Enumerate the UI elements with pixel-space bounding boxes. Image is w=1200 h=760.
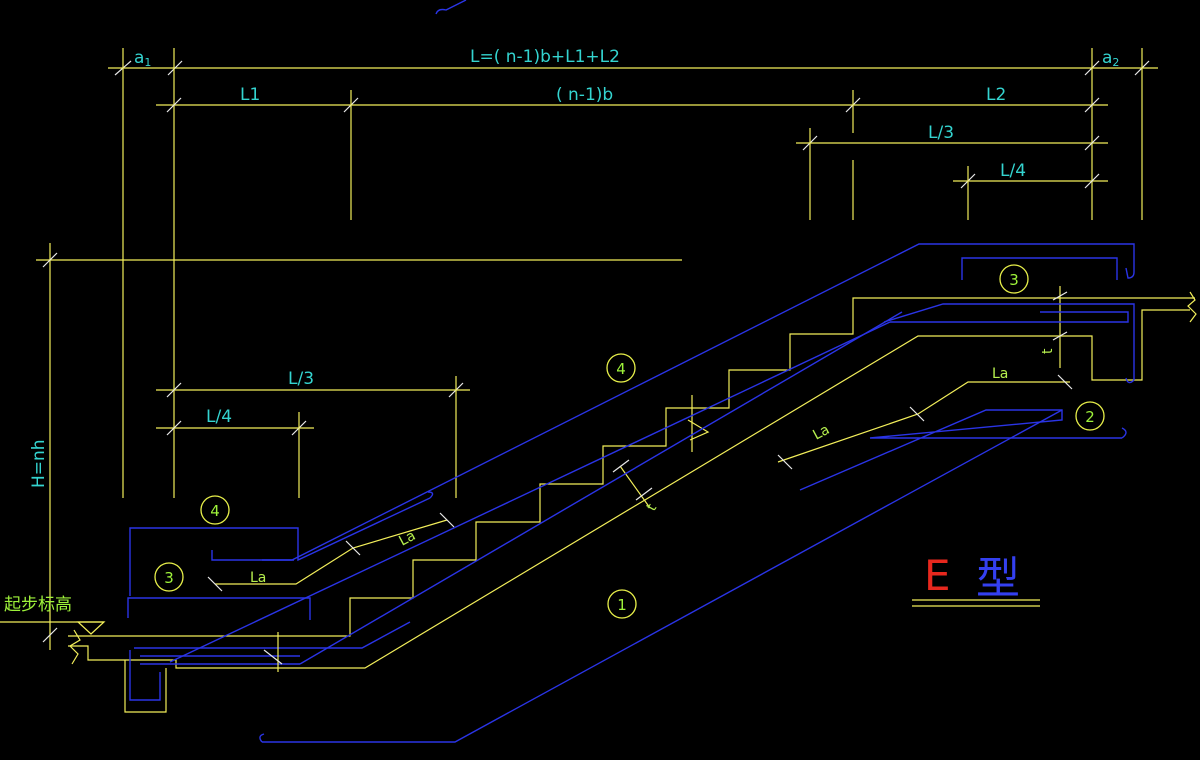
bar-mark-3-top: 3 bbox=[999, 264, 1029, 294]
tick bbox=[1084, 173, 1100, 189]
stair-steps bbox=[68, 297, 1138, 637]
rebar-3-top bbox=[961, 257, 1118, 280]
tick bbox=[1057, 374, 1073, 390]
La-top-slope-label: La bbox=[810, 422, 832, 444]
stray-rebar-top bbox=[435, 0, 467, 15]
bar-mark-1: 1 bbox=[607, 589, 637, 619]
La-top-label: La bbox=[992, 366, 1008, 382]
bar-mark-3-bottom: 3 bbox=[154, 562, 184, 592]
bar-mark-label: 2 bbox=[1085, 408, 1095, 426]
tick bbox=[166, 97, 182, 113]
dim-L4-top: L/4 bbox=[1000, 161, 1026, 181]
bar-mark-circle bbox=[606, 353, 636, 383]
tick bbox=[1084, 97, 1100, 113]
bar-mark-label: 4 bbox=[210, 502, 220, 520]
La-top-line bbox=[777, 381, 1070, 463]
rebar-bar bbox=[211, 550, 294, 561]
tick bbox=[1084, 135, 1100, 151]
bar-mark-circle bbox=[1075, 401, 1105, 431]
tick bbox=[42, 627, 58, 643]
rebar-landing-bottom bbox=[890, 311, 1129, 323]
bar-mark-label: 1 bbox=[617, 596, 627, 614]
dim-L1: L1 bbox=[240, 85, 260, 105]
rebar-slab-bottom bbox=[169, 321, 891, 663]
rebar-4-top bbox=[262, 243, 1135, 561]
t-landing-label: t bbox=[1040, 348, 1056, 354]
rebar-hook bbox=[427, 491, 434, 499]
top-dimension-lines bbox=[108, 48, 1158, 498]
rebar-landing-top bbox=[883, 303, 1135, 380]
rebar-hook bbox=[1125, 267, 1135, 279]
La-slope-label: La bbox=[396, 528, 418, 550]
rebar-hook bbox=[1125, 377, 1135, 384]
tick bbox=[635, 487, 653, 501]
tick bbox=[345, 540, 361, 556]
bar-mark-4-bottom: 4 bbox=[200, 495, 230, 525]
tick bbox=[263, 649, 283, 665]
rebar-1 bbox=[262, 409, 1063, 743]
dim-middle: ( n-1)b bbox=[556, 85, 613, 105]
bar-mark-4-top: 4 bbox=[606, 353, 636, 383]
La-bottom-line bbox=[215, 519, 448, 585]
type-title-letter: E bbox=[924, 551, 951, 600]
type-title-suffix: 型 bbox=[976, 553, 1020, 604]
rebar-3-bottom bbox=[127, 597, 311, 620]
bar-mark-circle bbox=[999, 264, 1029, 294]
tick bbox=[1052, 291, 1068, 301]
tick bbox=[42, 252, 58, 268]
height-dimension bbox=[36, 243, 682, 650]
La-bottom-label: La bbox=[250, 570, 266, 586]
bar-mark-2: 2 bbox=[1075, 401, 1105, 431]
left-dimension-lines bbox=[156, 376, 470, 498]
dim-L4-left: L/4 bbox=[206, 407, 232, 427]
anchorage-lines bbox=[207, 374, 1073, 672]
bar-mark-circle bbox=[200, 495, 230, 525]
tick bbox=[1052, 331, 1068, 341]
tick bbox=[909, 406, 925, 422]
rebar-hook bbox=[1121, 427, 1127, 439]
tick bbox=[439, 512, 455, 528]
tick bbox=[167, 60, 183, 76]
tick bbox=[166, 382, 182, 398]
bar-mark-label: 4 bbox=[616, 360, 626, 378]
rebar-slab-top bbox=[299, 311, 903, 665]
rebar-hook bbox=[259, 733, 265, 743]
rebar-4-bottom bbox=[129, 497, 431, 596]
stair-slab-soffit bbox=[68, 309, 1190, 669]
break-mark-left bbox=[69, 629, 81, 665]
rebar-beam bbox=[129, 650, 161, 701]
rebar-bottom-landing bbox=[134, 621, 411, 649]
t-slab-label: t bbox=[644, 501, 661, 514]
dim-a2: a2 bbox=[1102, 48, 1119, 69]
bar-mark-circle bbox=[607, 589, 637, 619]
dim-L3-left: L/3 bbox=[288, 369, 314, 389]
break-mark-right bbox=[1187, 291, 1197, 323]
dim-L2: L2 bbox=[986, 85, 1006, 105]
dim-L3-top: L/3 bbox=[928, 123, 954, 143]
bottom-beam bbox=[124, 660, 167, 713]
tick bbox=[207, 576, 223, 592]
bar-mark-label: 3 bbox=[1009, 271, 1019, 289]
rebars bbox=[127, 243, 1135, 743]
tick bbox=[166, 420, 182, 436]
bar-mark-circle bbox=[154, 562, 184, 592]
rebar-distribution bbox=[140, 655, 300, 665]
start-elevation-label: 起步标高 bbox=[4, 595, 72, 615]
start-elevation-triangle bbox=[76, 621, 106, 635]
tick bbox=[612, 459, 630, 473]
stair-outline bbox=[0, 286, 1197, 713]
dim-total-length: L=( n-1)b+L1+L2 bbox=[470, 47, 620, 67]
type-title: E 型 bbox=[912, 551, 1040, 607]
break-mark-mid-zigzag bbox=[687, 419, 710, 441]
bar-mark-label: 3 bbox=[164, 569, 174, 587]
dim-a1: a1 bbox=[134, 48, 151, 69]
tick bbox=[777, 454, 793, 470]
rebar-2 bbox=[799, 409, 1122, 491]
dim-height: H=nh bbox=[29, 439, 49, 488]
slab-thickness-dimension bbox=[619, 465, 651, 509]
